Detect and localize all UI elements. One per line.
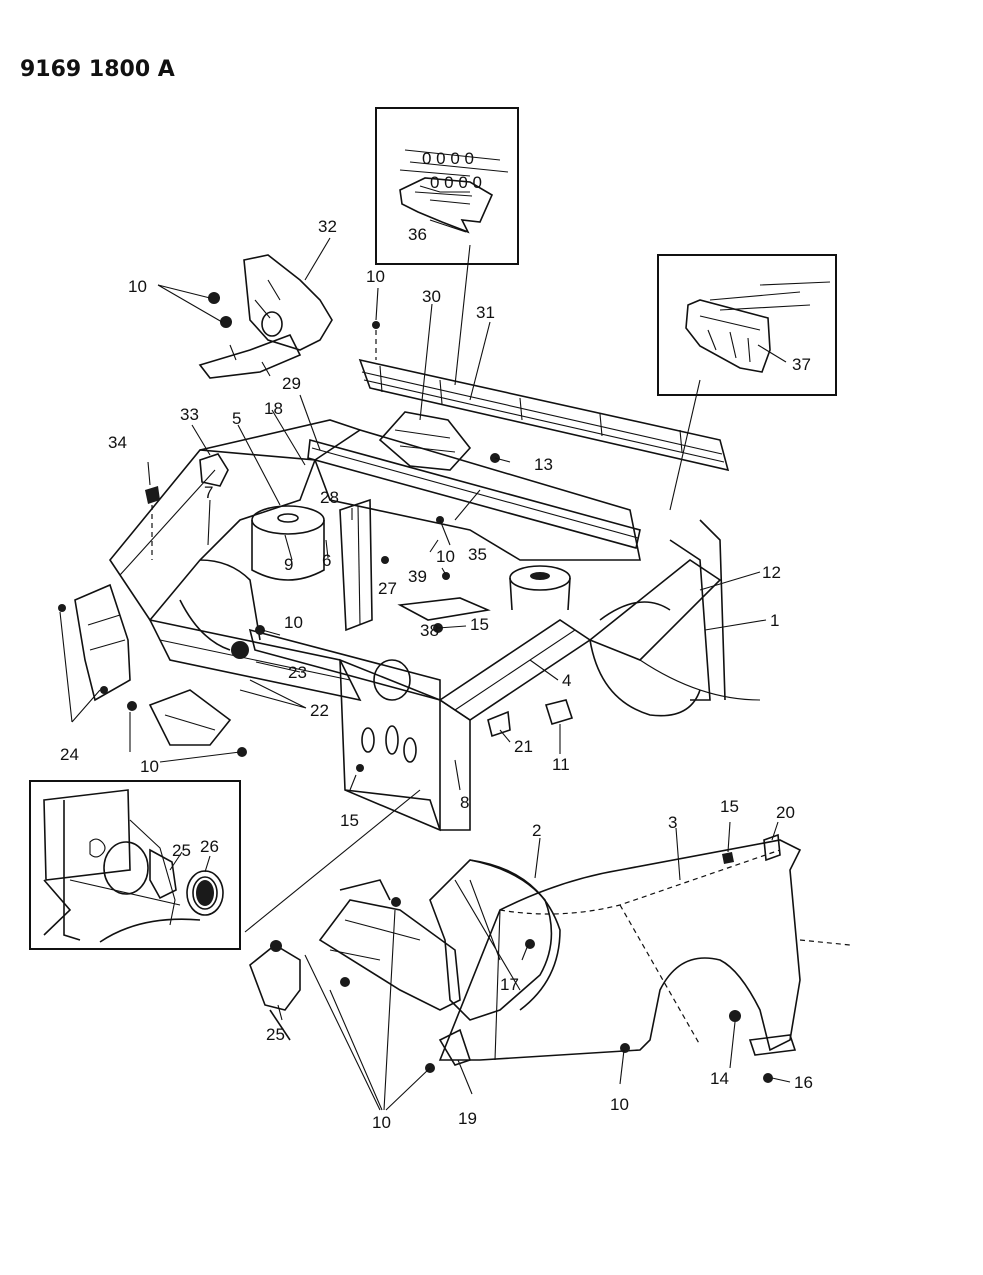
callout-3: 3 [668,813,677,832]
svg-text:0 0 0 0: 0 0 0 0 [422,149,474,168]
callout-13: 13 [534,455,553,474]
inset-grommet-detail [29,780,241,950]
callout-25-lower: 25 [266,1025,285,1044]
hood-hinge-32 [198,254,333,379]
callout-6: 6 [322,551,331,570]
callout-10-top: 10 [366,267,385,286]
callout-36: 36 [408,225,427,244]
callout-7: 7 [204,483,213,502]
fender-assembly [249,833,851,1111]
callout-labels: 1 2 3 4 5 6 7 8 9 10 10 10 10 10 10 10 1… [60,217,813,1132]
callout-35: 35 [468,545,487,564]
inset-cowl-bracket-36: 0 0 0 0 0 0 0 0 [375,107,519,265]
callout-19: 19 [458,1109,477,1128]
callout-10-dash: 10 [436,547,455,566]
diagram-code: 9169 1800 A [20,57,175,82]
callout-4: 4 [562,671,571,690]
callout-14: 14 [710,1069,729,1088]
callout-32: 32 [318,217,337,236]
callout-31: 31 [476,303,495,322]
callout-37: 37 [792,355,811,374]
callout-17: 17 [500,975,519,994]
svg-text:0 0 0 0: 0 0 0 0 [430,173,482,192]
callout-10-lower-left: 10 [140,757,159,776]
callout-33: 33 [180,405,199,424]
callout-15-tray: 15 [470,615,489,634]
callout-39: 39 [408,567,427,586]
callout-10-rail: 10 [284,613,303,632]
inset-bracket-37 [657,254,837,396]
callout-20: 20 [776,803,795,822]
callout-26: 26 [200,837,219,856]
callout-15-fender: 15 [720,797,739,816]
callout-10-fender: 10 [610,1095,629,1114]
callout-9: 9 [284,555,293,574]
front-body-structure [58,321,761,832]
callout-38: 38 [420,621,439,640]
callout-1: 1 [770,611,779,630]
callout-29: 29 [282,374,301,393]
callout-28: 28 [320,488,339,507]
callout-34: 34 [108,433,127,452]
callout-22: 22 [310,701,329,720]
leader-lines [59,219,791,1095]
callout-10-bottom: 10 [372,1113,391,1132]
callout-15-support: 15 [340,811,359,830]
callout-12: 12 [762,563,781,582]
callout-11: 11 [552,755,570,774]
callout-16: 16 [794,1073,813,1092]
callout-24: 24 [60,745,79,764]
callout-2: 2 [532,821,541,840]
callout-18: 18 [264,399,283,418]
callout-5: 5 [232,409,241,428]
callout-27: 27 [378,579,397,598]
callout-10-hinge: 10 [128,277,147,296]
callout-8: 8 [460,793,469,812]
callout-30: 30 [422,287,441,306]
callout-23: 23 [288,663,307,682]
callout-21: 21 [514,737,533,756]
callout-25-inset: 25 [172,841,191,860]
